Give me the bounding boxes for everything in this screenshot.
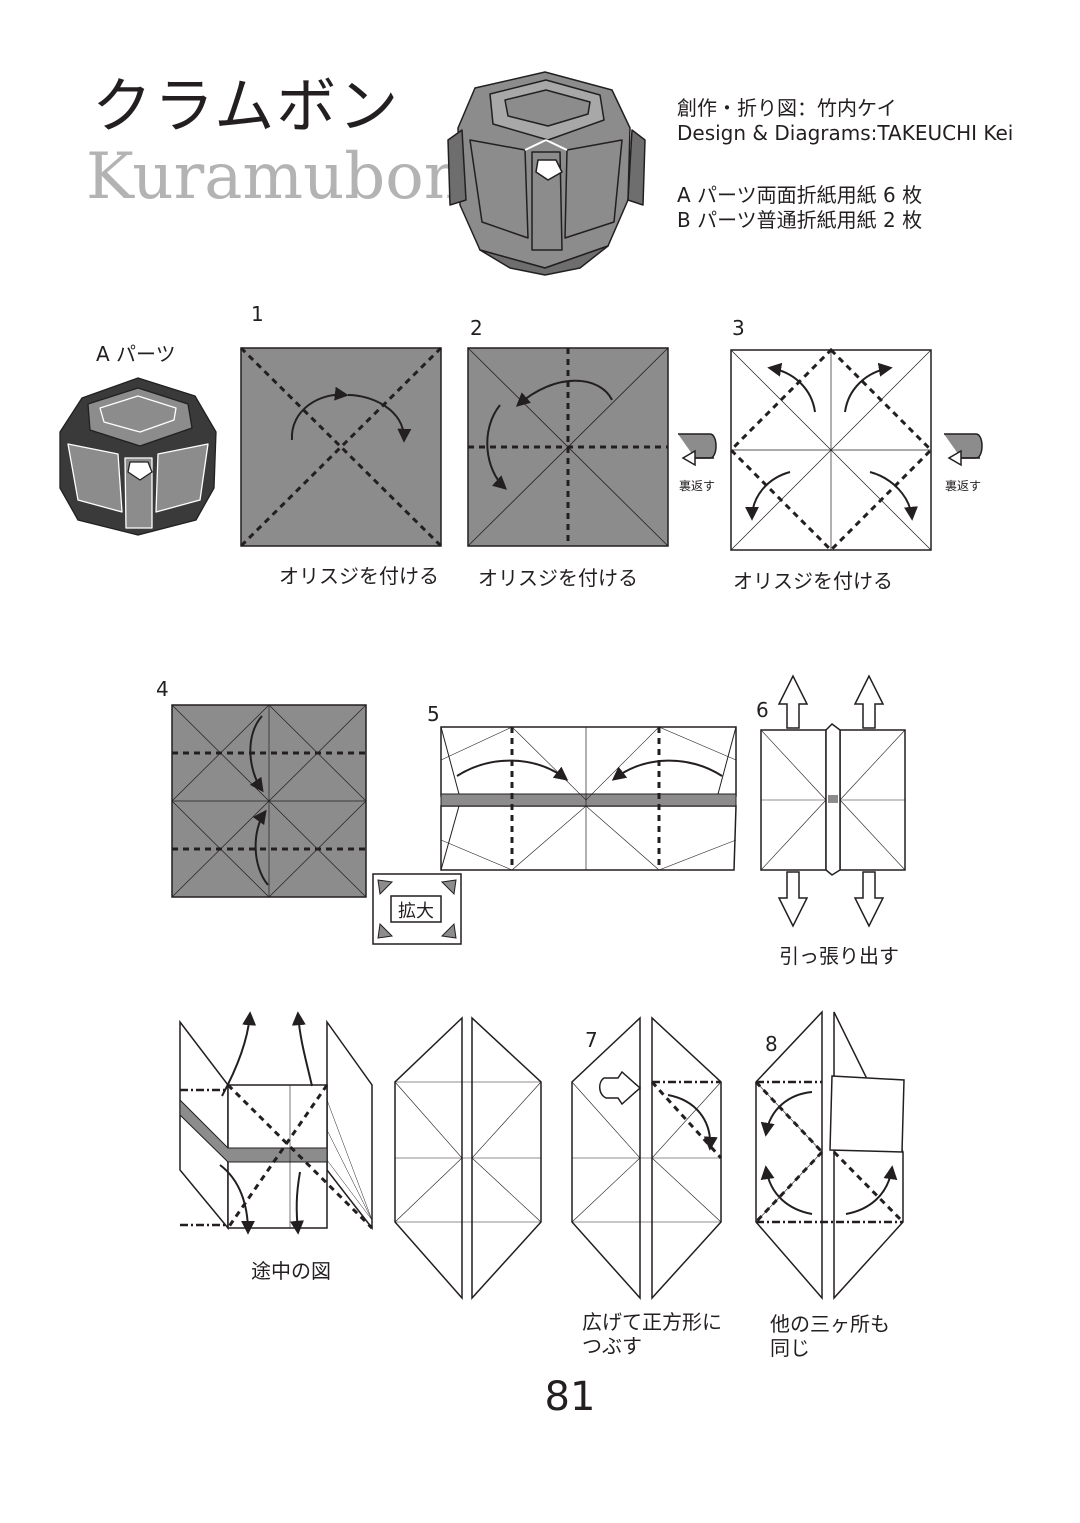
step-8-caption-line1: 他の三ヶ所も <box>770 1312 890 1336</box>
title-english: Kuramubon <box>86 140 465 214</box>
turn-over-icon-2 <box>944 433 983 467</box>
materials-b: B パーツ普通折紙用紙 2 枚 <box>677 208 923 232</box>
zoom-icon: 拡大 <box>372 873 462 945</box>
step-2-caption: オリスジを付ける <box>478 566 638 590</box>
step-5-shape <box>440 726 737 871</box>
step-number-6: 6 <box>756 698 769 722</box>
turn-over-icon <box>678 433 717 467</box>
step-8-shape <box>754 1010 905 1301</box>
step-1-square <box>239 346 443 548</box>
step-number-5: 5 <box>427 702 440 726</box>
step-3-turn-over-label: 裏返す <box>945 479 982 493</box>
step-1-caption: オリスジを付ける <box>279 564 439 588</box>
step-7-caption-line1: 広げて正方形に <box>582 1310 722 1334</box>
page-number: 81 <box>544 1374 596 1420</box>
step-number-1: 1 <box>251 302 264 326</box>
step-number-8: 8 <box>765 1032 778 1056</box>
step-8-caption-line2: 同じ <box>770 1336 810 1360</box>
intermediate-caption: 途中の図 <box>251 1259 331 1283</box>
step-3-square <box>728 347 934 553</box>
intermediate-view <box>179 1011 374 1235</box>
step-2-turn-over-label: 裏返す <box>679 479 716 493</box>
step-number-3: 3 <box>732 316 745 340</box>
part-a-model-illustration <box>59 377 217 536</box>
credit-english: Design & Diagrams:TAKEUCHI Kei <box>677 121 1014 145</box>
step-7-shape <box>571 1016 723 1300</box>
step-7-caption-line2: つぶす <box>582 1334 642 1358</box>
step-3-caption: オリスジを付ける <box>733 569 893 593</box>
materials-a: A パーツ両面折紙用紙 6 枚 <box>677 183 923 207</box>
zoom-label: 拡大 <box>398 901 434 922</box>
credit-japanese: 創作・折り図：竹内ケイ <box>677 96 897 120</box>
step-2-square <box>467 347 669 547</box>
finished-model-illustration <box>447 71 646 276</box>
step-4-square <box>171 704 367 898</box>
step-6-shape <box>760 674 906 928</box>
step-6-caption: 引っ張り出す <box>779 944 899 968</box>
step-number-4: 4 <box>156 677 169 701</box>
step-number-2: 2 <box>470 316 483 340</box>
part-a-label: A パーツ <box>96 342 176 366</box>
step-number-7: 7 <box>585 1028 598 1052</box>
hexagon-result-view <box>394 1016 542 1300</box>
title-japanese: クラムボン <box>92 72 401 142</box>
